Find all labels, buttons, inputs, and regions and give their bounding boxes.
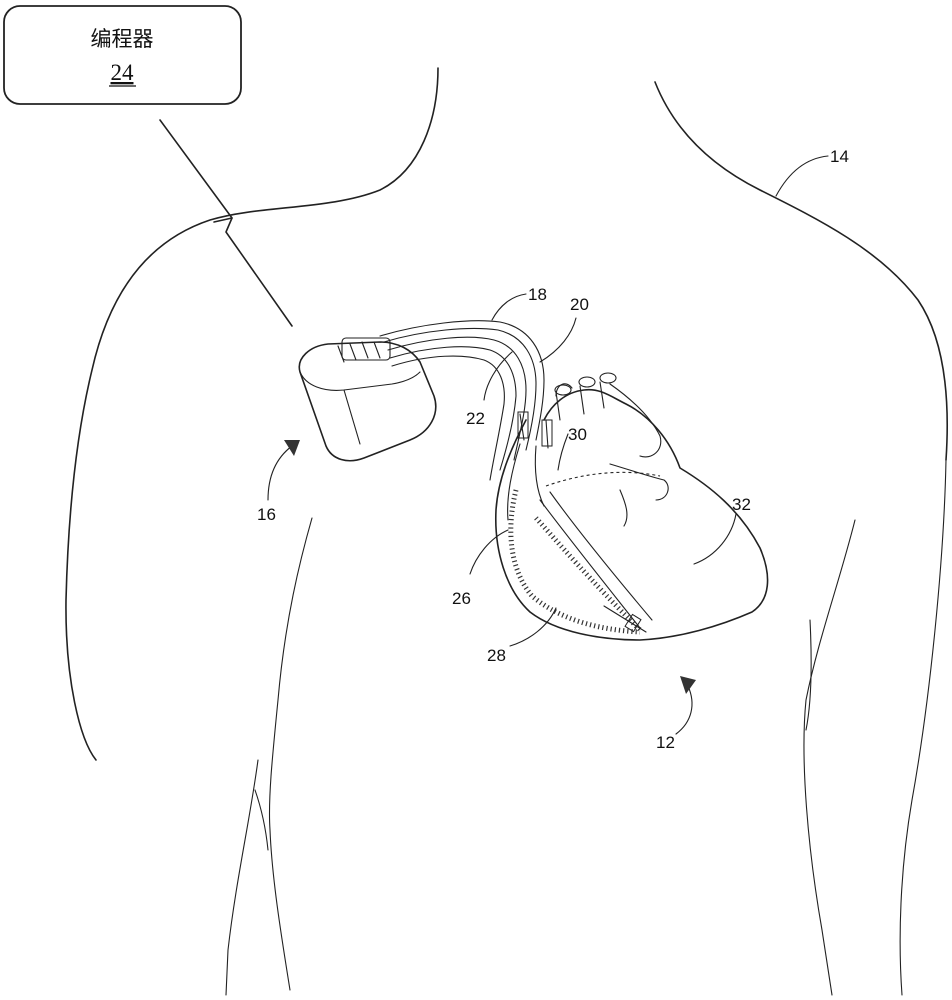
- ref-12: 12: [656, 733, 675, 752]
- programmer-title: 编程器: [91, 27, 154, 51]
- ref-30: 30: [568, 425, 587, 444]
- ref-20: 20: [570, 295, 589, 314]
- ref-22: 22: [466, 409, 485, 428]
- ref-16: 16: [257, 505, 276, 524]
- programmer-ref: 24: [111, 60, 135, 85]
- ref-26: 26: [452, 589, 471, 608]
- body-outline: [65, 67, 948, 996]
- leads-bundle: [379, 320, 545, 481]
- programmer-box: 编程器 24: [3, 5, 242, 105]
- implantable-device: [298, 337, 437, 462]
- heart: [495, 372, 769, 641]
- ref-28: 28: [487, 646, 506, 665]
- ref-18: 18: [528, 285, 547, 304]
- telemetry-link-icon: [159, 119, 293, 327]
- ref-32: 32: [732, 495, 751, 514]
- ref-14: 14: [830, 147, 849, 166]
